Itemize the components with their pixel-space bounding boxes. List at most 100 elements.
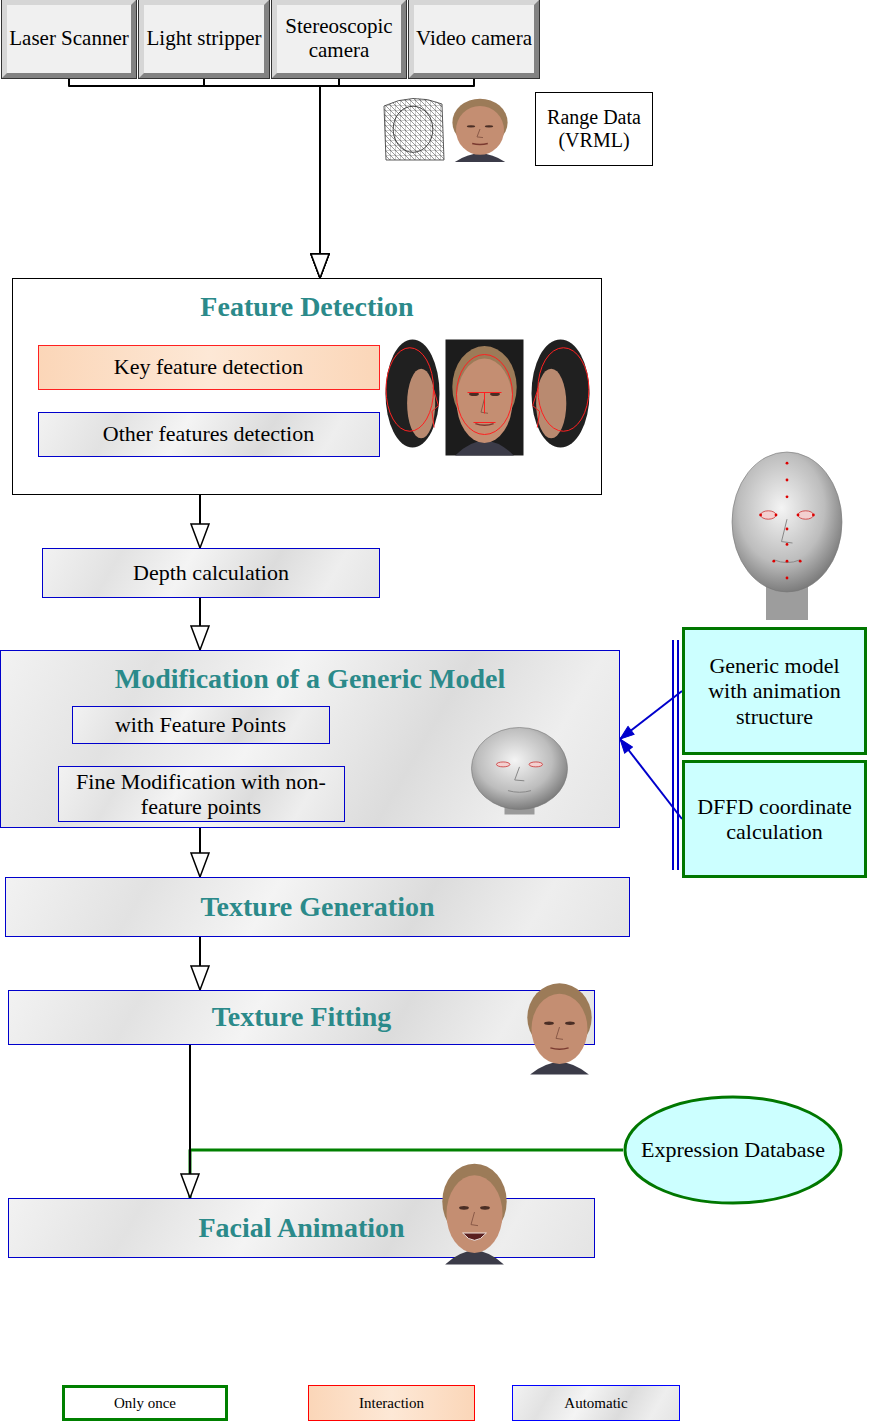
drawing-part xyxy=(672,640,674,870)
box-label: Other features detection xyxy=(103,421,314,446)
drawing-part xyxy=(515,767,525,781)
face-illustration xyxy=(13,279,14,280)
connector xyxy=(199,598,201,650)
drawing-part xyxy=(786,528,789,531)
drawing-part xyxy=(496,762,509,767)
box-label: Fine Modification with non-feature point… xyxy=(65,769,338,820)
drawing-part xyxy=(527,983,591,1074)
box-label: Expression Database xyxy=(641,1137,825,1162)
box-label: Depth calculation xyxy=(133,560,289,585)
connector xyxy=(69,78,320,278)
connector xyxy=(199,495,201,548)
legend-label: Interaction xyxy=(359,1395,424,1412)
legend-swatch: Automatic xyxy=(512,1385,680,1421)
box-label: Range Data (VRML) xyxy=(542,106,646,152)
stage-heading: Modification of a Generic Model xyxy=(1,663,619,695)
input-device-box: Light stripper xyxy=(139,0,269,78)
box-label: DFFD coordinate calculation xyxy=(691,794,858,845)
stage-group: Feature DetectionKey feature detectionOt… xyxy=(12,278,602,495)
box-label: Stereoscopic camera xyxy=(279,15,399,62)
drawing-part xyxy=(782,519,793,543)
stage-heading: Facial Animation xyxy=(198,1212,404,1244)
drawing-part xyxy=(786,462,789,465)
drawing-part xyxy=(384,98,444,160)
box-label: Light stripper xyxy=(147,27,262,51)
drawing-part xyxy=(475,424,493,426)
input-device-box: Stereoscopic camera xyxy=(272,0,406,78)
drawing-part xyxy=(786,479,789,482)
precomputed-box: DFFD coordinate calculation xyxy=(682,760,867,878)
precomputed-box: Generic model with animation structure xyxy=(682,627,867,755)
ellipse-outline xyxy=(625,1097,841,1203)
process-box: with Feature Points xyxy=(72,706,330,744)
drawing-part xyxy=(550,1048,568,1049)
legend-swatch: Only once xyxy=(62,1385,228,1421)
drawing-part xyxy=(472,143,488,145)
connector xyxy=(199,937,201,990)
stage-box: Texture Generation xyxy=(5,877,630,937)
face-illustration xyxy=(9,1199,10,1200)
drawing-part xyxy=(386,340,440,448)
legend-label: Only once xyxy=(114,1395,176,1412)
drawing-part xyxy=(386,340,590,456)
drawing-part xyxy=(459,1206,469,1210)
drawing-part xyxy=(786,495,789,498)
stage-heading: Texture Fitting xyxy=(212,1001,392,1033)
connector xyxy=(204,78,320,278)
drawing-part xyxy=(457,355,513,435)
drawing-part xyxy=(797,514,800,517)
interaction-box: Key feature detection xyxy=(38,345,380,390)
connector xyxy=(320,78,474,278)
drawing-part xyxy=(536,369,566,439)
drawing-part xyxy=(446,340,524,456)
drawing-part xyxy=(529,762,542,767)
drawing-part xyxy=(508,791,531,793)
stage-box: Facial Animation xyxy=(8,1198,595,1258)
drawing-part xyxy=(467,125,475,127)
data-box: Range Data (VRML) xyxy=(535,92,653,166)
drawing-part xyxy=(538,348,589,432)
connector xyxy=(190,1150,623,1198)
drawing-part xyxy=(442,1164,506,1265)
drawing-part xyxy=(485,125,493,127)
drawing-part xyxy=(565,1021,575,1024)
drawing-part xyxy=(432,388,438,428)
input-device-box: Laser Scanner xyxy=(2,0,136,78)
drawing-part xyxy=(775,514,778,517)
drawing-part xyxy=(447,1175,503,1253)
stage-box: Texture Fitting xyxy=(8,990,595,1045)
face-illustration xyxy=(9,991,10,992)
drawing-part xyxy=(677,640,679,870)
legend-label: Automatic xyxy=(564,1395,627,1412)
stage-group: Modification of a Generic Model with Feat… xyxy=(0,650,620,828)
drawing-part xyxy=(812,514,815,517)
drawing-part xyxy=(480,1206,490,1210)
connector xyxy=(189,1045,191,1198)
drawing-part xyxy=(407,369,435,439)
drawing-part xyxy=(471,1212,478,1226)
drawing-part xyxy=(799,560,802,563)
drawing-part xyxy=(544,1021,554,1024)
drawing-part xyxy=(533,388,540,428)
drawing-part xyxy=(786,560,789,563)
box-label: Laser Scanner xyxy=(9,27,129,51)
stage-heading: Feature Detection xyxy=(13,291,601,323)
face-illustration xyxy=(1,651,2,652)
database-ellipse: Expression Database xyxy=(623,1095,843,1205)
drawing-part xyxy=(772,560,775,563)
drawing-part xyxy=(761,511,776,519)
legend-swatch: Interaction xyxy=(308,1385,475,1421)
process-box: Depth calculation xyxy=(42,548,380,598)
drawing-part xyxy=(472,728,568,815)
connector xyxy=(320,78,339,278)
drawing-part xyxy=(556,1027,563,1039)
drawing-part xyxy=(456,106,504,155)
drawing-part xyxy=(393,106,433,152)
drawing-part xyxy=(759,514,762,517)
drawing-part xyxy=(457,359,513,443)
drawing-part xyxy=(774,560,800,563)
connector xyxy=(199,828,201,877)
drawing-part xyxy=(786,543,789,546)
drawing-part xyxy=(532,340,590,448)
drawing-part xyxy=(472,728,568,810)
